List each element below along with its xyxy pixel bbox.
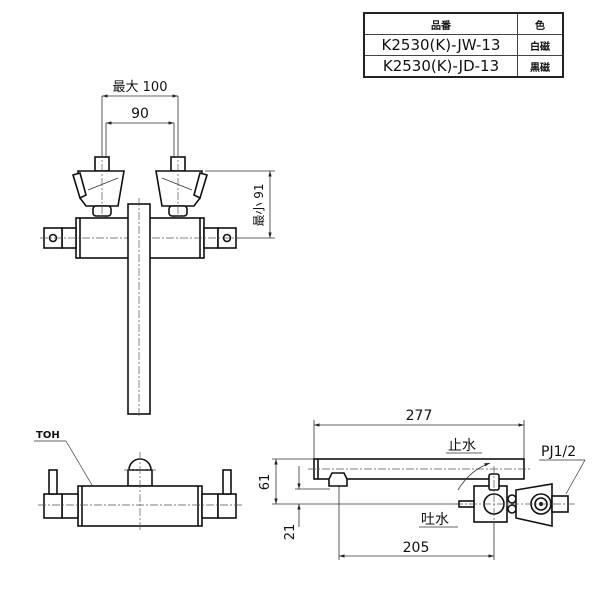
part-number-table: 品番 色 K2530(K)-JW-13 白磁 K2530(K)-JD-13 黒磁: [363, 12, 564, 78]
dim-spout-21: 21: [283, 524, 298, 541]
label-stop-water: 止水: [448, 438, 476, 454]
dim-height-61: 61: [258, 474, 273, 491]
front-view: 最大 100 90 最小 91: [40, 80, 275, 416]
dim-reach-205: 205: [403, 540, 430, 556]
table-row: K2530(K)-JD-13 黒磁: [363, 55, 564, 78]
label-toh: TOH: [36, 430, 60, 441]
cell-part-number: K2530(K)-JW-13: [363, 34, 518, 56]
side-view: 277 61 21 205: [258, 408, 586, 560]
dim-min-91: 最小 91: [252, 183, 266, 226]
cell-color: 黒磁: [517, 55, 564, 78]
label-discharge-water: 吐水: [421, 512, 449, 528]
label-pj-thread: PJ1/2: [541, 444, 576, 460]
dim-spacing-90: 90: [131, 106, 149, 122]
side-aerator: [328, 472, 348, 487]
cell-color: 白磁: [517, 34, 564, 56]
cell-part-number: K2530(K)-JD-13: [363, 55, 518, 78]
dim-length-277: 277: [406, 408, 433, 424]
bottom-view: TOH: [34, 430, 242, 530]
table-row: K2530(K)-JW-13 白磁: [363, 34, 564, 56]
dim-max-100: 最大 100: [113, 80, 168, 95]
right-escutcheon: [155, 170, 203, 207]
